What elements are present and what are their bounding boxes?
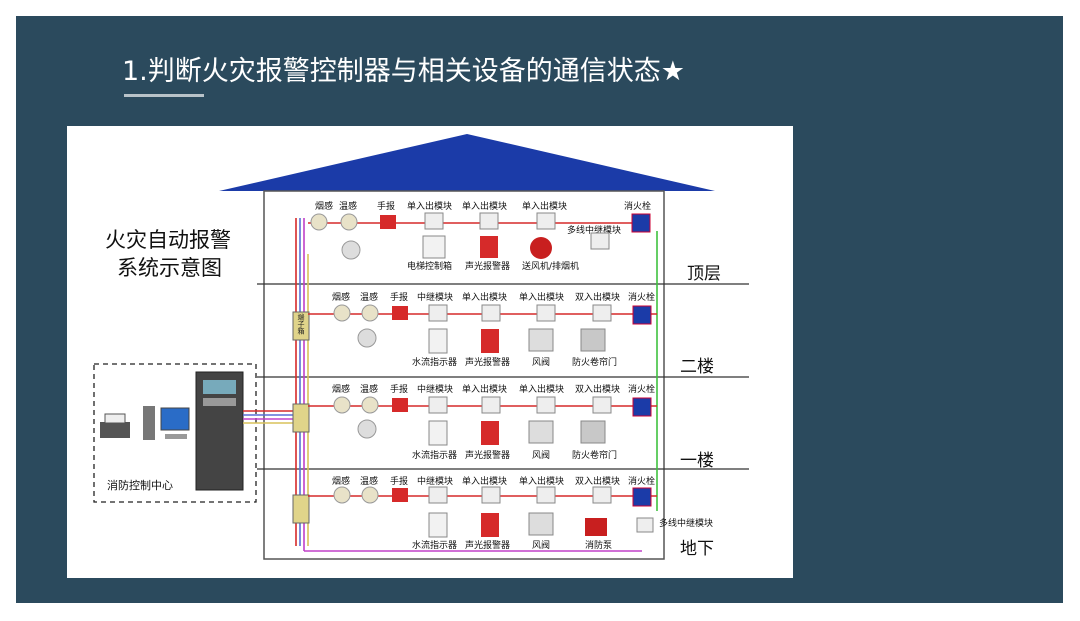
basement-label-water-flow: 水流指示器 — [412, 539, 457, 551]
second-label-damper: 风阀 — [532, 357, 550, 368]
floor-label-basement: 地下 — [680, 539, 714, 559]
terminal-boxes — [292, 311, 310, 524]
basement-label-module1: 单入出模块 — [462, 475, 507, 487]
floor-label-top: 顶层 — [687, 264, 721, 284]
top-label-module2: 单入出模块 — [462, 200, 507, 212]
basement-label-manual: 手报 — [390, 475, 408, 487]
floor-label-first: 一楼 — [680, 451, 714, 471]
diagram-panel: 火灾自动报警 系统示意图 顶层 二楼 一楼 地下 消防控制中心 — [67, 126, 793, 578]
first-label-alarm: 声光报警器 — [465, 449, 510, 461]
floor-label-second: 二楼 — [680, 357, 714, 377]
second-label-smoke: 烟感 — [332, 291, 350, 303]
basement-label-pump: 消防泵 — [585, 539, 612, 551]
second-label-module2: 单入出模块 — [519, 291, 564, 303]
basement-label-dual: 双入出模块 — [575, 475, 620, 487]
second-label-dual: 双入出模块 — [575, 291, 620, 303]
second-floor-devices — [333, 304, 652, 354]
second-label-relay: 中继模块 — [417, 291, 453, 303]
second-label-module1: 单入出模块 — [462, 291, 507, 303]
basement-label-alarm: 声光报警器 — [465, 539, 510, 551]
basement-label-module2: 单入出模块 — [519, 475, 564, 487]
second-label-heat: 温感 — [360, 291, 378, 303]
basement-label-heat: 温感 — [360, 475, 378, 487]
first-label-smoke: 烟感 — [332, 383, 350, 395]
first-floor-devices — [333, 396, 652, 446]
top-floor-devices — [310, 212, 651, 260]
first-label-water-flow: 水流指示器 — [412, 449, 457, 461]
top-label-smoke: 烟感 — [315, 200, 333, 212]
alarm-controller-cabinet-icon — [195, 371, 244, 491]
basement-label-damper: 风阀 — [532, 540, 550, 551]
terminal-box-label: 端子箱 — [297, 313, 305, 336]
basement-devices — [333, 486, 654, 538]
second-label-water-flow: 水流指示器 — [412, 356, 457, 368]
top-label-elevator: 电梯控制箱 — [407, 260, 452, 272]
top-label-manual: 手报 — [377, 200, 395, 212]
first-label-damper: 风阀 — [532, 450, 550, 461]
first-label-module2: 单入出模块 — [519, 383, 564, 395]
first-label-hydrant: 消火栓 — [628, 383, 655, 395]
control-center-label: 消防控制中心 — [107, 478, 173, 492]
diagram-caption-line2: 系统示意图 — [117, 256, 222, 280]
computer-icon — [143, 406, 190, 440]
top-label-heat: 温感 — [339, 200, 357, 212]
printer-icon — [100, 413, 130, 438]
basement-label-relay: 中继模块 — [417, 475, 453, 487]
second-label-manual: 手报 — [390, 291, 408, 303]
basement-label-relay-module: 多线中继模块 — [659, 517, 713, 529]
top-label-module3: 单入出模块 — [522, 200, 567, 212]
roof — [219, 134, 715, 191]
top-label-hydrant: 消火栓 — [624, 200, 651, 212]
second-label-hydrant: 消火栓 — [628, 291, 655, 303]
basement-label-smoke: 烟感 — [332, 475, 350, 487]
first-label-heat: 温感 — [360, 383, 378, 395]
first-label-dual: 双入出模块 — [575, 383, 620, 395]
second-label-alarm: 声光报警器 — [465, 356, 510, 368]
slide-title: 1.判断火灾报警控制器与相关设备的通信状态★ — [122, 56, 685, 87]
top-label-fan: 送风机/排烟机 — [522, 260, 579, 272]
top-label-alarm: 声光报警器 — [465, 260, 510, 272]
building-outline — [263, 190, 665, 560]
second-label-shutter: 防火卷帘门 — [572, 356, 617, 368]
basement-label-hydrant: 消火栓 — [628, 475, 655, 487]
title-underline — [124, 94, 204, 97]
fire-alarm-diagram: 火灾自动报警 系统示意图 顶层 二楼 一楼 地下 消防控制中心 — [93, 134, 749, 560]
top-label-module1: 单入出模块 — [407, 200, 452, 212]
diagram-caption-line1: 火灾自动报警 — [105, 228, 231, 252]
first-label-relay: 中继模块 — [417, 383, 453, 395]
control-center-box — [93, 363, 257, 503]
first-label-shutter: 防火卷帘门 — [572, 449, 617, 461]
first-label-manual: 手报 — [390, 383, 408, 395]
first-label-module1: 单入出模块 — [462, 383, 507, 395]
